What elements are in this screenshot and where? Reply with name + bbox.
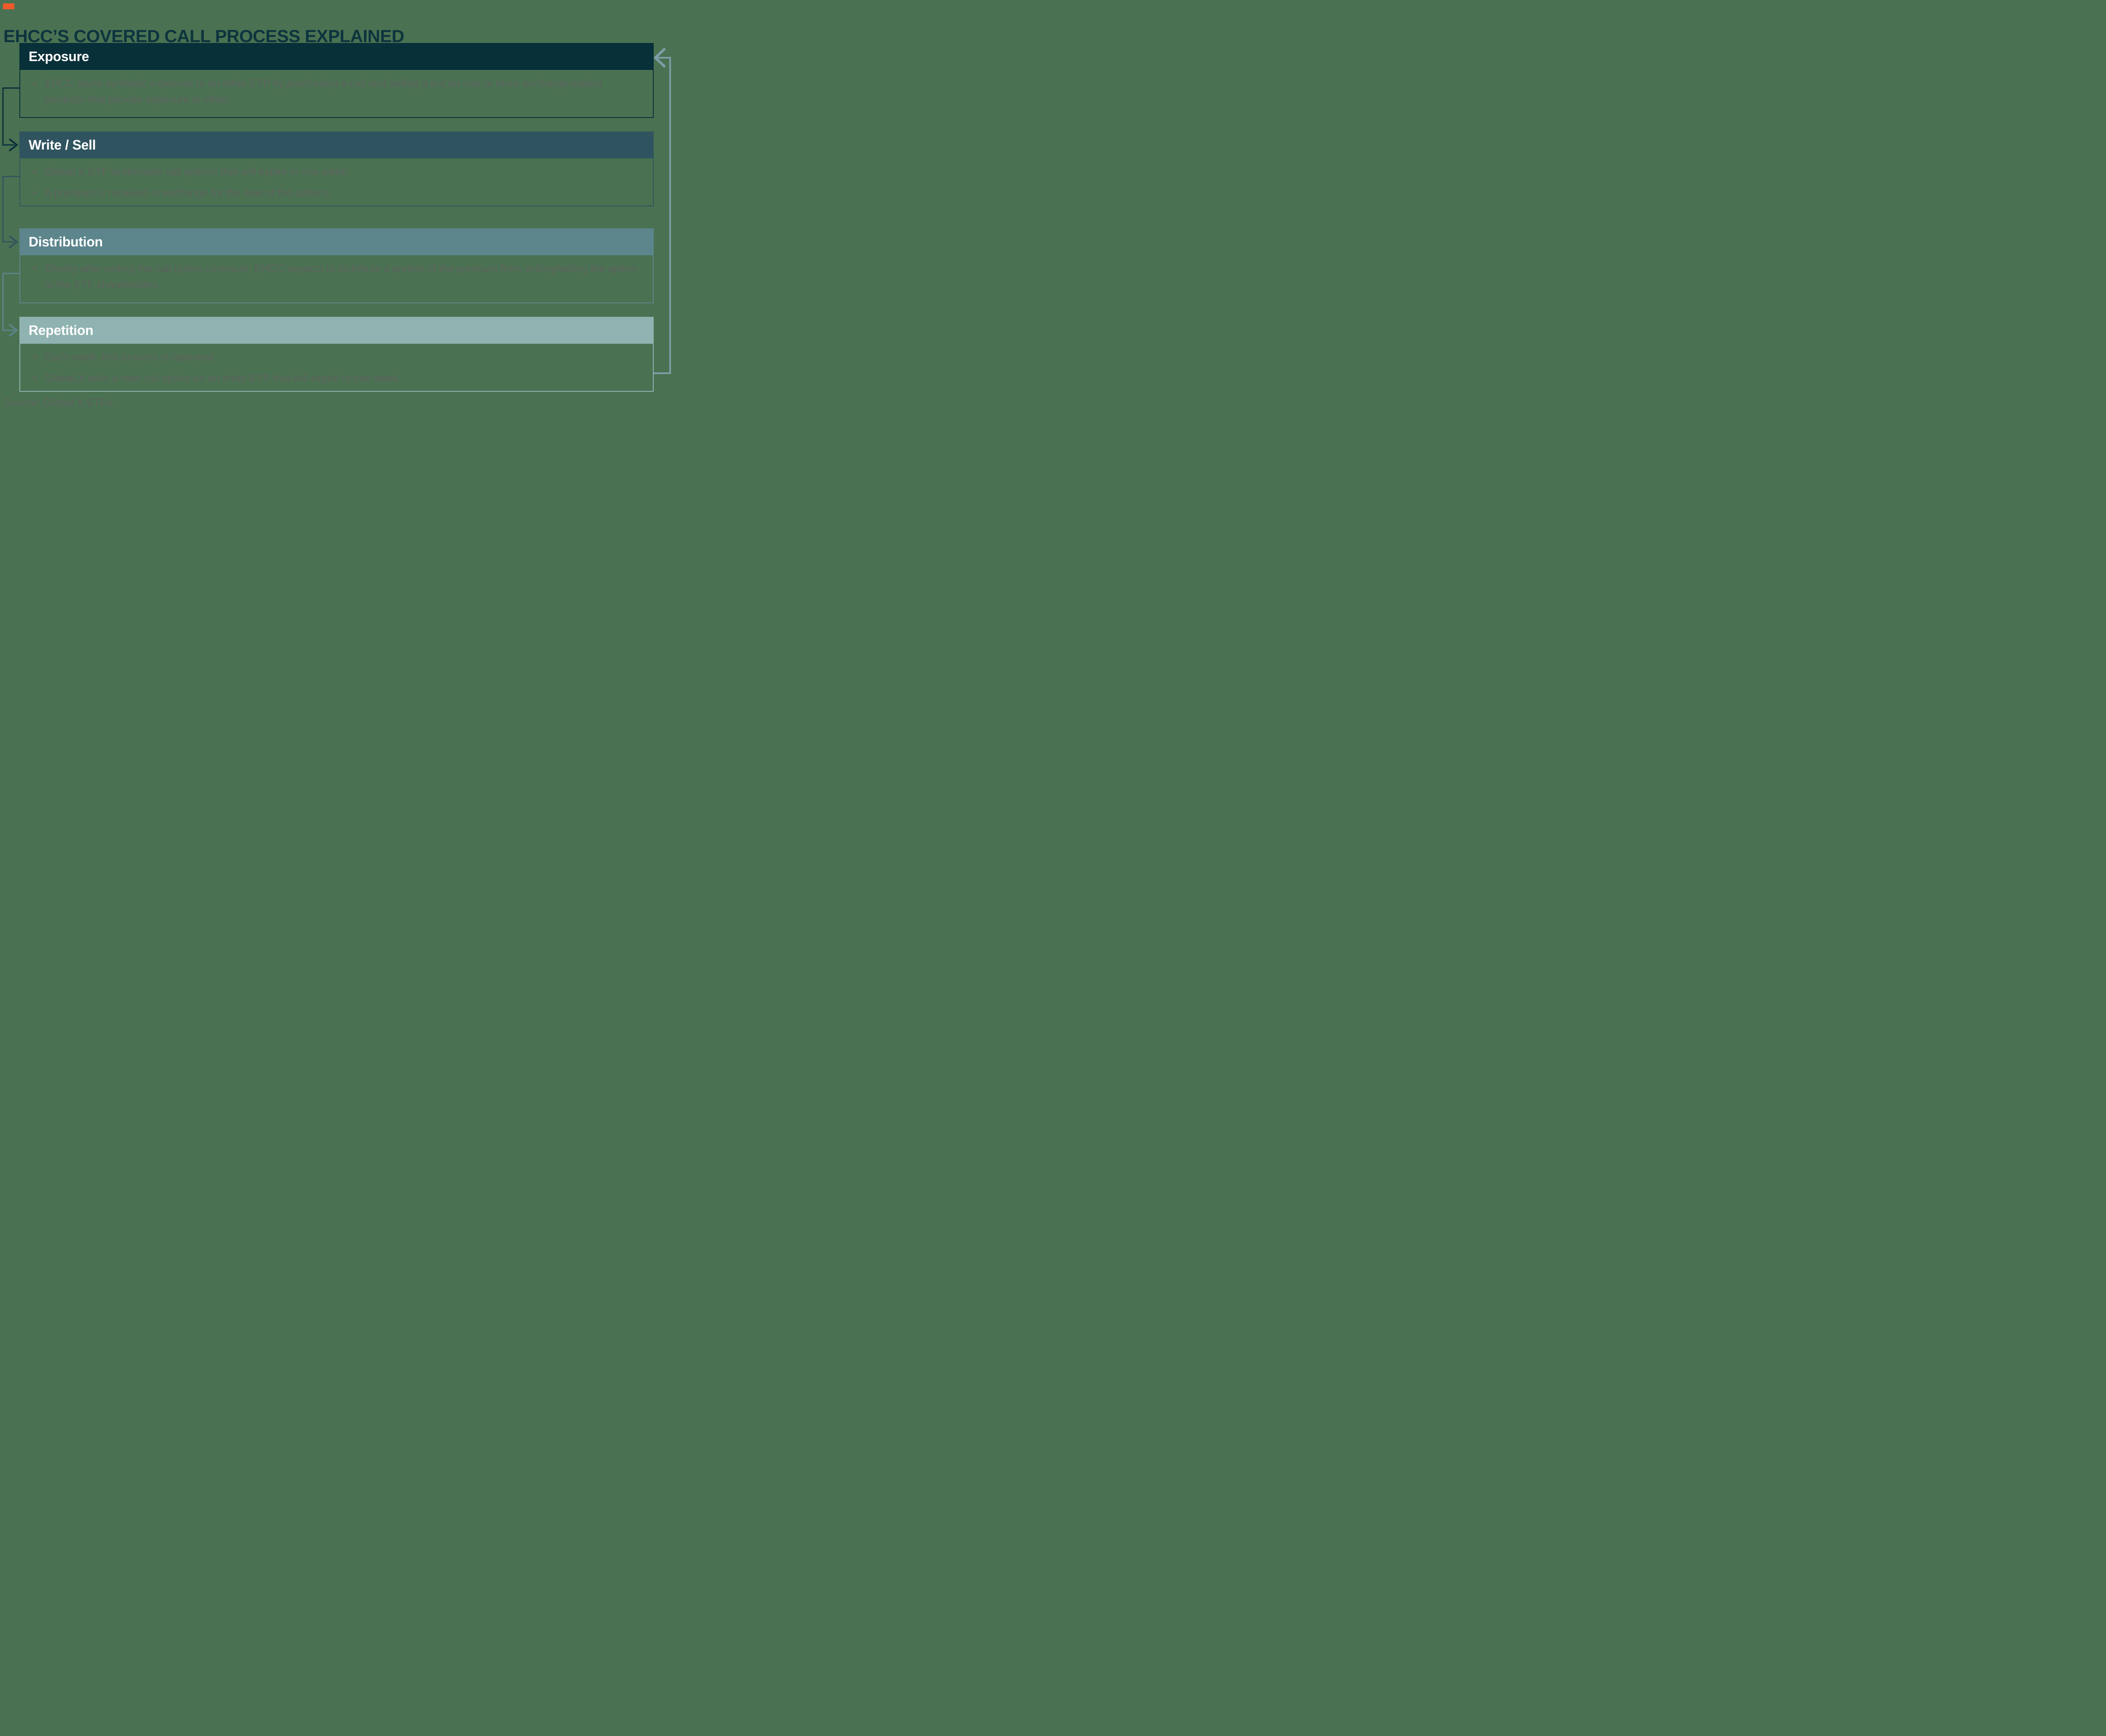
bullet-list: • Each week, this process is repeated. •… — [20, 344, 653, 386]
bullet-text: Global X ETF writes/sells call options t… — [45, 166, 350, 178]
source-note: Source: Global X ETFs. — [4, 397, 115, 409]
connector-line-1 — [2, 87, 19, 146]
step-header: Exposure — [19, 43, 654, 70]
connectors-overlay — [2, 47, 671, 374]
bullet-text: A premium is received in exchange for th… — [45, 187, 332, 199]
step-box-repetition: Repetition • Each week, this process is … — [19, 317, 654, 392]
arrowhead-right-icon — [8, 324, 19, 337]
step-body: • Global X ETF writes/sells call options… — [19, 158, 654, 206]
loop-line — [654, 57, 671, 374]
bullet-list: • Shortly after writing the call option … — [20, 255, 653, 293]
bullet-icon: • — [33, 78, 37, 89]
step-header-label: Repetition — [29, 322, 94, 338]
arrowhead-right-icon — [8, 138, 19, 152]
step-header: Distribution — [19, 228, 654, 255]
bullet-text: Shortly after writing the call option co… — [45, 263, 637, 291]
bullet-item: • EHCC gains synthetic exposure to an et… — [32, 76, 642, 107]
bullet-icon: • — [33, 372, 37, 384]
step-box-write-sell: Write / Sell • Global X ETF writes/sells… — [19, 131, 654, 206]
bullet-icon: • — [33, 166, 37, 178]
bullet-item: • Each week, this process is repeated. — [32, 350, 642, 366]
bullet-list: • EHCC gains synthetic exposure to an et… — [20, 70, 653, 107]
step-header-label: Distribution — [29, 234, 103, 249]
bullet-text: Each week, this process is repeated. — [45, 351, 216, 363]
bullet-item: • Shortly after writing the call option … — [32, 261, 642, 293]
connector-line-2 — [2, 176, 19, 243]
step-body: • EHCC gains synthetic exposure to an et… — [19, 70, 654, 118]
step-body: • Each week, this process is repeated. •… — [19, 344, 654, 392]
step-box-exposure: Exposure • EHCC gains synthetic exposure… — [19, 43, 654, 118]
step-header-label: Write / Sell — [29, 137, 96, 152]
step-box-distribution: Distribution • Shortly after writing the… — [19, 228, 654, 303]
step-body: • Shortly after writing the call option … — [19, 255, 654, 303]
bullet-text: Global X sells a new call option on an e… — [45, 372, 402, 384]
bullet-icon: • — [33, 263, 37, 275]
arrowhead-left-icon — [653, 47, 666, 68]
step-header: Write / Sell — [19, 131, 654, 158]
page-title: EHCC’S COVERED CALL PROCESS EXPLAINED — [3, 26, 404, 46]
brand-accent-dash — [3, 3, 14, 9]
arrowhead-right-icon — [8, 235, 19, 249]
bullet-list: • Global X ETF writes/sells call options… — [20, 158, 653, 201]
infographic-canvas: EHCC’S COVERED CALL PROCESS EXPLAINED Ex… — [0, 0, 674, 417]
bullet-text: EHCC gains synthetic exposure to an ethe… — [45, 78, 602, 105]
bullet-item: • A premium is received in exchange for … — [32, 185, 642, 201]
connector-line-3 — [2, 273, 19, 331]
step-header-label: Exposure — [29, 48, 89, 64]
step-header: Repetition — [19, 317, 654, 344]
bullet-item: • Global X ETF writes/sells call options… — [32, 164, 642, 180]
bullet-icon: • — [33, 187, 37, 199]
bullet-icon: • — [33, 351, 37, 363]
bullet-item: • Global X sells a new call option on an… — [32, 371, 642, 387]
